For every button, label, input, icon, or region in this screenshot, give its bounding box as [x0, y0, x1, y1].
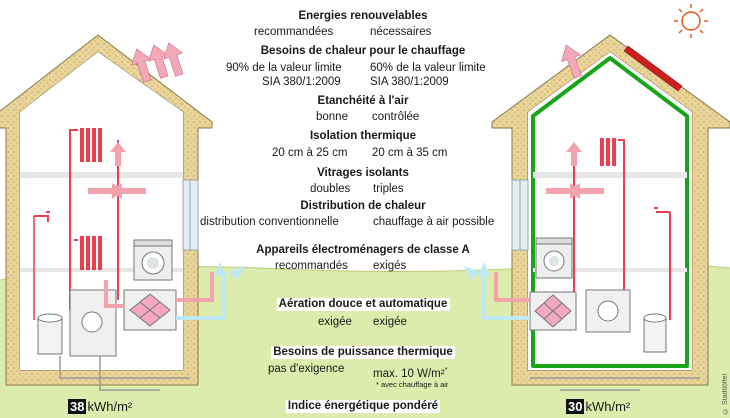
row-title-airtightness: Etanchéité à l'air — [315, 95, 411, 108]
image-credit: © Stadtlöffel — [722, 374, 729, 414]
right-heat-distribution — [573, 139, 625, 300]
left-energy-rating-unit: kWh/m² — [87, 399, 133, 414]
right-solar-panel-icon — [623, 45, 683, 92]
row-title-power-demand: Besoins de puissance thermique — [271, 346, 455, 359]
row-right-power-demand: max. 10 W/m²* — [373, 363, 447, 381]
row-right-appliances: exigés — [373, 260, 407, 272]
power-limit-text: max. 10 W/m² — [373, 367, 445, 380]
row-title-ventilation: Aération douce et automatique — [276, 298, 450, 311]
left-boiler-icon — [69, 289, 117, 357]
row-right2-heat-demand: SIA 380/1:2009 — [370, 76, 449, 88]
right-tap-icon — [654, 207, 671, 320]
row-title-appliances: Appareils électroménagers de classe A — [254, 244, 472, 257]
left-tap-icon — [34, 211, 50, 222]
left-energy-rating-value: 38 — [68, 399, 87, 414]
left-warm-air-arrows — [88, 142, 146, 199]
left-heat-distribution — [69, 129, 119, 310]
right-heat-pump-icon — [585, 289, 631, 333]
row-right-heat-distribution: chauffage à air possible — [373, 216, 495, 228]
left-roof-exhaust-icon — [131, 42, 184, 83]
row-left-airtightness: bonne — [316, 111, 348, 123]
right-water-tank-icon — [643, 313, 667, 353]
left-radiator-upper-icon — [80, 128, 102, 162]
left-duct-arrows — [214, 262, 244, 280]
footnote-air-heating: * avec chauffage à air — [376, 380, 449, 389]
left-radiator-lower-icon — [80, 236, 102, 270]
row-title-insulation: Isolation thermique — [307, 130, 419, 143]
row-title-renewable: Energies renouvelables — [296, 10, 430, 23]
row-right-insulation: 20 cm à 35 cm — [372, 147, 448, 159]
left-ventilation-ducts — [104, 272, 226, 320]
row-right-renewable: nécessaires — [370, 26, 432, 38]
row-right-ventilation: exigée — [373, 316, 407, 328]
right-ventilation-unit-icon — [529, 291, 577, 331]
row-right-glazing: triples — [373, 183, 404, 195]
row-title-heat-demand: Besoins de chaleur pour le chauffage — [258, 45, 468, 58]
row-right-airtightness: contrôlée — [372, 111, 420, 123]
right-energy-rating-unit: kWh/m² — [585, 399, 631, 414]
right-ventilation-ducts — [482, 272, 530, 320]
row-left-appliances: recommandés — [275, 260, 348, 272]
row-left-insulation: 20 cm à 25 cm — [272, 147, 348, 159]
row-left-power-demand: pas d'exigence — [268, 363, 345, 375]
right-energy-rating-value: 30 — [566, 399, 585, 414]
row-title-glazing: Vitrages isolants — [315, 167, 411, 180]
left-washing-machine-icon — [133, 239, 173, 281]
row-right-heat-demand: 60% de la valeur limite — [370, 62, 486, 74]
sun-icon — [674, 4, 708, 38]
left-house — [0, 34, 244, 391]
right-roof-exhaust-icon — [561, 44, 582, 79]
row-title-energy-index: Indice énergétique pondéré — [285, 400, 441, 413]
left-ventilation-unit-icon — [123, 289, 177, 331]
power-limit-mark: * — [444, 365, 448, 374]
left-water-tank-icon — [37, 313, 63, 355]
row-title-heat-distribution: Distribution de chaleur — [298, 200, 428, 213]
right-house — [464, 34, 730, 391]
right-warm-air-arrows — [546, 142, 604, 199]
right-duct-arrows — [464, 262, 490, 280]
left-connection-lines — [59, 356, 190, 391]
right-radiator-icon — [600, 138, 616, 166]
right-airtight-layer — [531, 56, 689, 368]
row-left-ventilation: exigée — [318, 316, 352, 328]
row-left2-heat-demand: SIA 380/1:2009 — [262, 76, 341, 88]
row-left-heat-demand: 90% de la valeur limite — [226, 62, 342, 74]
row-left-heat-distribution: distribution conventionnelle — [200, 216, 339, 228]
right-connection-lines — [530, 377, 700, 391]
right-washing-machine-icon — [535, 237, 573, 279]
row-left-renewable: recommandées — [254, 26, 334, 38]
row-left-glazing: doubles — [310, 183, 351, 195]
